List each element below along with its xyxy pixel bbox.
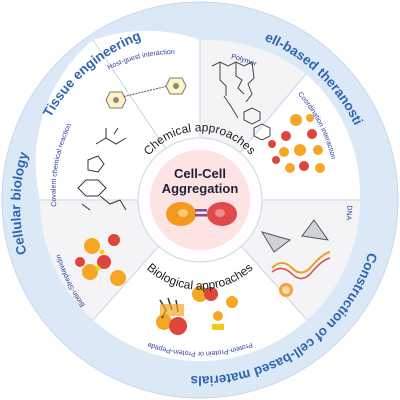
segment-label-dna: DNA (344, 205, 352, 221)
protein-illustration (156, 286, 238, 335)
polymer-illustration (211, 61, 271, 141)
coordination-cluster-illustration (268, 114, 325, 173)
center-pink-disc (150, 150, 250, 250)
covalent-reaction-illustration (77, 127, 127, 211)
center-cells-illustration (166, 202, 237, 226)
dna-illustration (260, 219, 331, 297)
center-title-line1: Cell-Cell (174, 166, 226, 181)
host-guest-illustration (105, 77, 187, 109)
center-title-line2: Aggregation (162, 181, 239, 196)
biotin-streptavidin-illustration (75, 234, 126, 286)
